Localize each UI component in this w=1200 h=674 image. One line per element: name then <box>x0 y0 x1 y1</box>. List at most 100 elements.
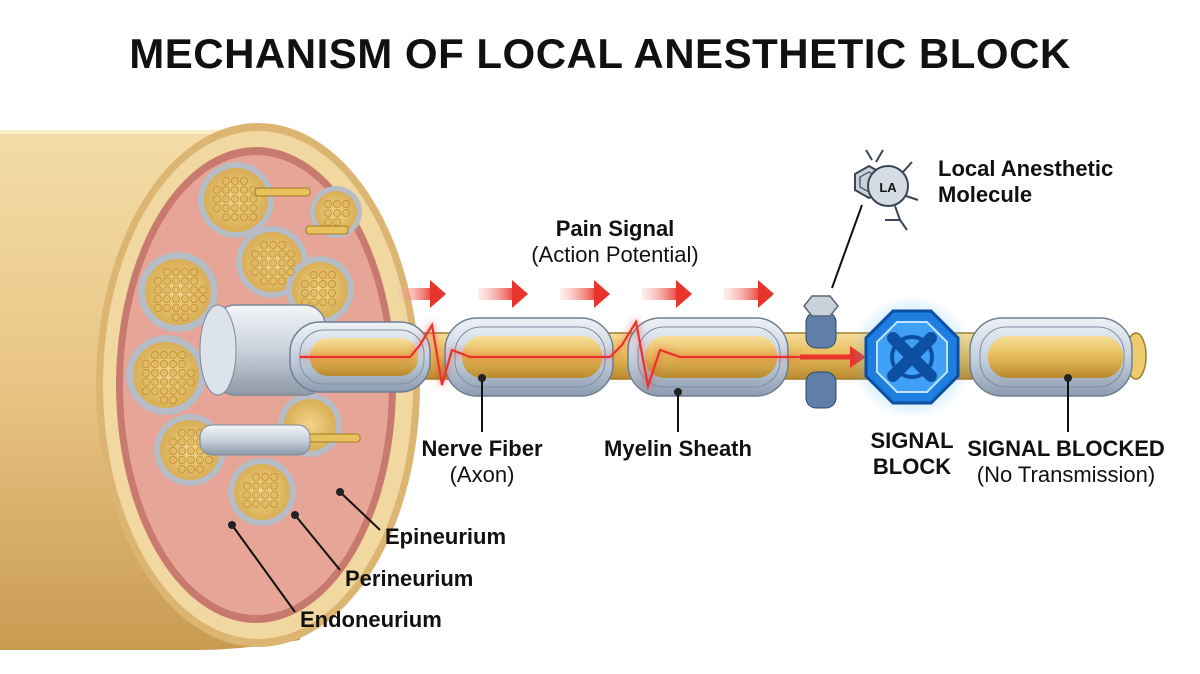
axon-dot <box>318 279 327 288</box>
signal-blocked-label: SIGNAL BLOCKED (No Transmission) <box>966 436 1166 488</box>
myelin-sheath-label: Myelin Sheath <box>596 436 760 462</box>
axon-dot <box>341 208 350 217</box>
axon-dot <box>153 303 162 312</box>
axon-dot <box>171 303 180 312</box>
axon-dot <box>198 285 207 294</box>
la-symbol: LA <box>879 180 897 195</box>
axon-dot <box>309 270 318 279</box>
axon-dot <box>168 350 177 359</box>
axon-dot <box>180 267 189 276</box>
axon-dot <box>162 294 171 303</box>
axon-dot <box>162 276 171 285</box>
axon-dot <box>341 199 350 208</box>
perineurium-text: Perineurium <box>345 566 474 591</box>
axon-dot <box>323 217 332 226</box>
axon-dot <box>318 297 327 306</box>
axon-dot <box>150 368 159 377</box>
axon-dot <box>221 203 230 212</box>
axon-dot <box>171 276 180 285</box>
axon-dot <box>189 276 198 285</box>
endoneurium-label: Endoneurium <box>300 607 442 633</box>
axon-dot <box>177 386 186 395</box>
axon-dot <box>212 185 221 194</box>
axon-dot <box>286 258 295 267</box>
axon-dot <box>259 240 268 249</box>
axon-dot <box>259 249 268 258</box>
axon-dot <box>198 294 207 303</box>
axon-dot <box>153 276 162 285</box>
axon-dot <box>186 464 195 473</box>
signal-arrow <box>724 280 774 308</box>
axon-dot <box>168 395 177 404</box>
signal-arrow <box>560 280 610 308</box>
axon-dot <box>309 279 318 288</box>
axon-dot <box>332 217 341 226</box>
axon-dot <box>230 212 239 221</box>
axon-dot <box>327 297 336 306</box>
axon-dot <box>230 176 239 185</box>
axon-dot <box>141 386 150 395</box>
axon-dot <box>159 368 168 377</box>
axon-dot <box>277 276 286 285</box>
axon-dot <box>251 490 260 499</box>
axon-dot <box>251 472 260 481</box>
axon-dot <box>248 194 257 203</box>
axon-dot <box>250 258 259 267</box>
axon-dot <box>259 276 268 285</box>
axon-dot <box>177 350 186 359</box>
axon-dot <box>327 279 336 288</box>
axon-dot <box>269 499 278 508</box>
epineurium-label: Epineurium <box>385 524 506 550</box>
axon-dot <box>239 194 248 203</box>
myelin-segment-4 <box>969 317 1133 397</box>
axon-dot <box>230 203 239 212</box>
axon-dot <box>189 294 198 303</box>
myelin-sheath-text: Myelin Sheath <box>604 436 752 461</box>
axon-dot <box>168 368 177 377</box>
axon-dot <box>260 472 269 481</box>
axon-dot <box>168 437 177 446</box>
sodium-channel <box>803 295 839 409</box>
axon-dot <box>186 428 195 437</box>
axon-dot <box>269 481 278 490</box>
signal-block-text-2: BLOCK <box>872 454 952 479</box>
axon-dot <box>327 288 336 297</box>
signal-block-icon <box>850 295 974 419</box>
axon-dot <box>332 199 341 208</box>
axon-dot <box>248 212 257 221</box>
axon-dot <box>177 428 186 437</box>
axon-dot <box>259 267 268 276</box>
axon-dot <box>268 258 277 267</box>
leader-dots <box>228 374 1072 529</box>
axon-dot <box>177 437 186 446</box>
axon-dot <box>300 279 309 288</box>
axon-dot <box>242 490 251 499</box>
nerve-fiber-text: Nerve Fiber <box>421 436 543 461</box>
axon-dot <box>286 249 295 258</box>
pain-signal-label: Pain Signal (Action Potential) <box>515 216 715 268</box>
axon-dot <box>259 258 268 267</box>
axon-dot <box>327 270 336 279</box>
axon-dot <box>186 377 195 386</box>
axon-dot <box>251 499 260 508</box>
axon-dots <box>141 176 350 508</box>
local-anesthetic-text: Local Anesthetic <box>938 156 1114 181</box>
axon-dot <box>277 240 286 249</box>
axon-dot <box>230 194 239 203</box>
leader-lines <box>231 204 1069 613</box>
perineurium-label: Perineurium <box>345 566 473 592</box>
axon-dot <box>277 249 286 258</box>
axon-dot <box>180 285 189 294</box>
axon-dot <box>159 395 168 404</box>
axon-dot <box>268 267 277 276</box>
axon-dot <box>300 288 309 297</box>
signal-block-label: SIGNAL BLOCK <box>860 428 964 480</box>
axon-text: (Axon) <box>449 462 515 487</box>
axon-dot <box>186 446 195 455</box>
axon-dot <box>260 481 269 490</box>
axon-dot <box>141 359 150 368</box>
axon-dot <box>180 294 189 303</box>
axon-dot <box>171 294 180 303</box>
axon-dot <box>309 297 318 306</box>
axon-dot <box>153 294 162 303</box>
